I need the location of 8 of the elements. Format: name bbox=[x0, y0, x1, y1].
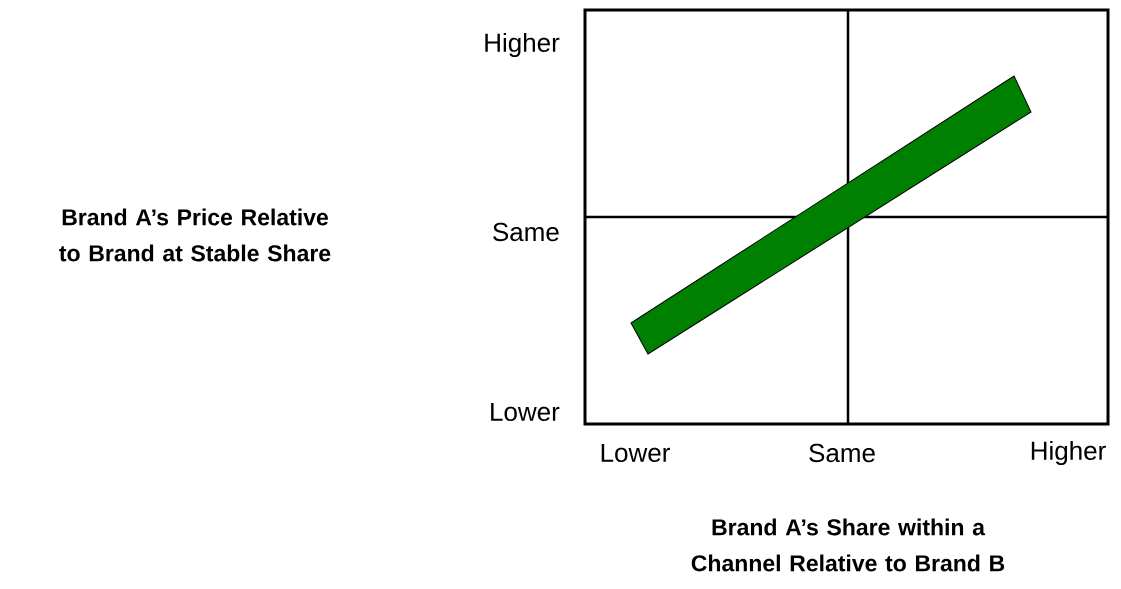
axis-tick-label: Higher bbox=[1031, 440, 1106, 466]
axis-tick-label: Lower bbox=[601, 443, 670, 463]
axis-title: Brand A’s Share within a Channel Relative to Brand B bbox=[691, 518, 1005, 572]
axis-tick-label: Higher bbox=[485, 32, 560, 58]
axis-tick-label: Same bbox=[493, 222, 559, 242]
axis-tick-label: Same bbox=[809, 443, 875, 463]
axis-title: Brand A’s Price Relative to Brand at Stable Share bbox=[59, 208, 331, 262]
axis-tick-label: Lower bbox=[491, 402, 560, 422]
